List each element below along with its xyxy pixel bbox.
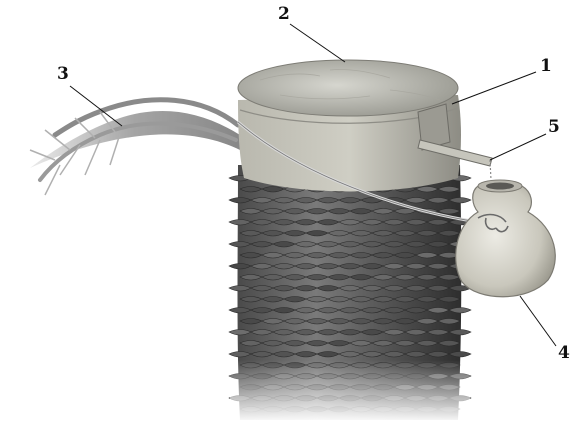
leader-line-1 <box>452 72 536 104</box>
leader-line-5 <box>490 134 546 160</box>
palm-trunk <box>229 165 471 423</box>
palm-crown <box>238 60 461 192</box>
label-crown-groove: 1 <box>540 58 552 75</box>
label-spout: 5 <box>548 119 560 136</box>
label-frond: 3 <box>57 66 69 83</box>
label-cut-top: 2 <box>278 6 290 23</box>
label-gourd: 4 <box>558 345 570 362</box>
palm-frond <box>30 100 240 195</box>
collecting-gourd <box>456 180 556 297</box>
leader-line-4 <box>520 296 556 346</box>
leader-line-2 <box>290 24 345 62</box>
